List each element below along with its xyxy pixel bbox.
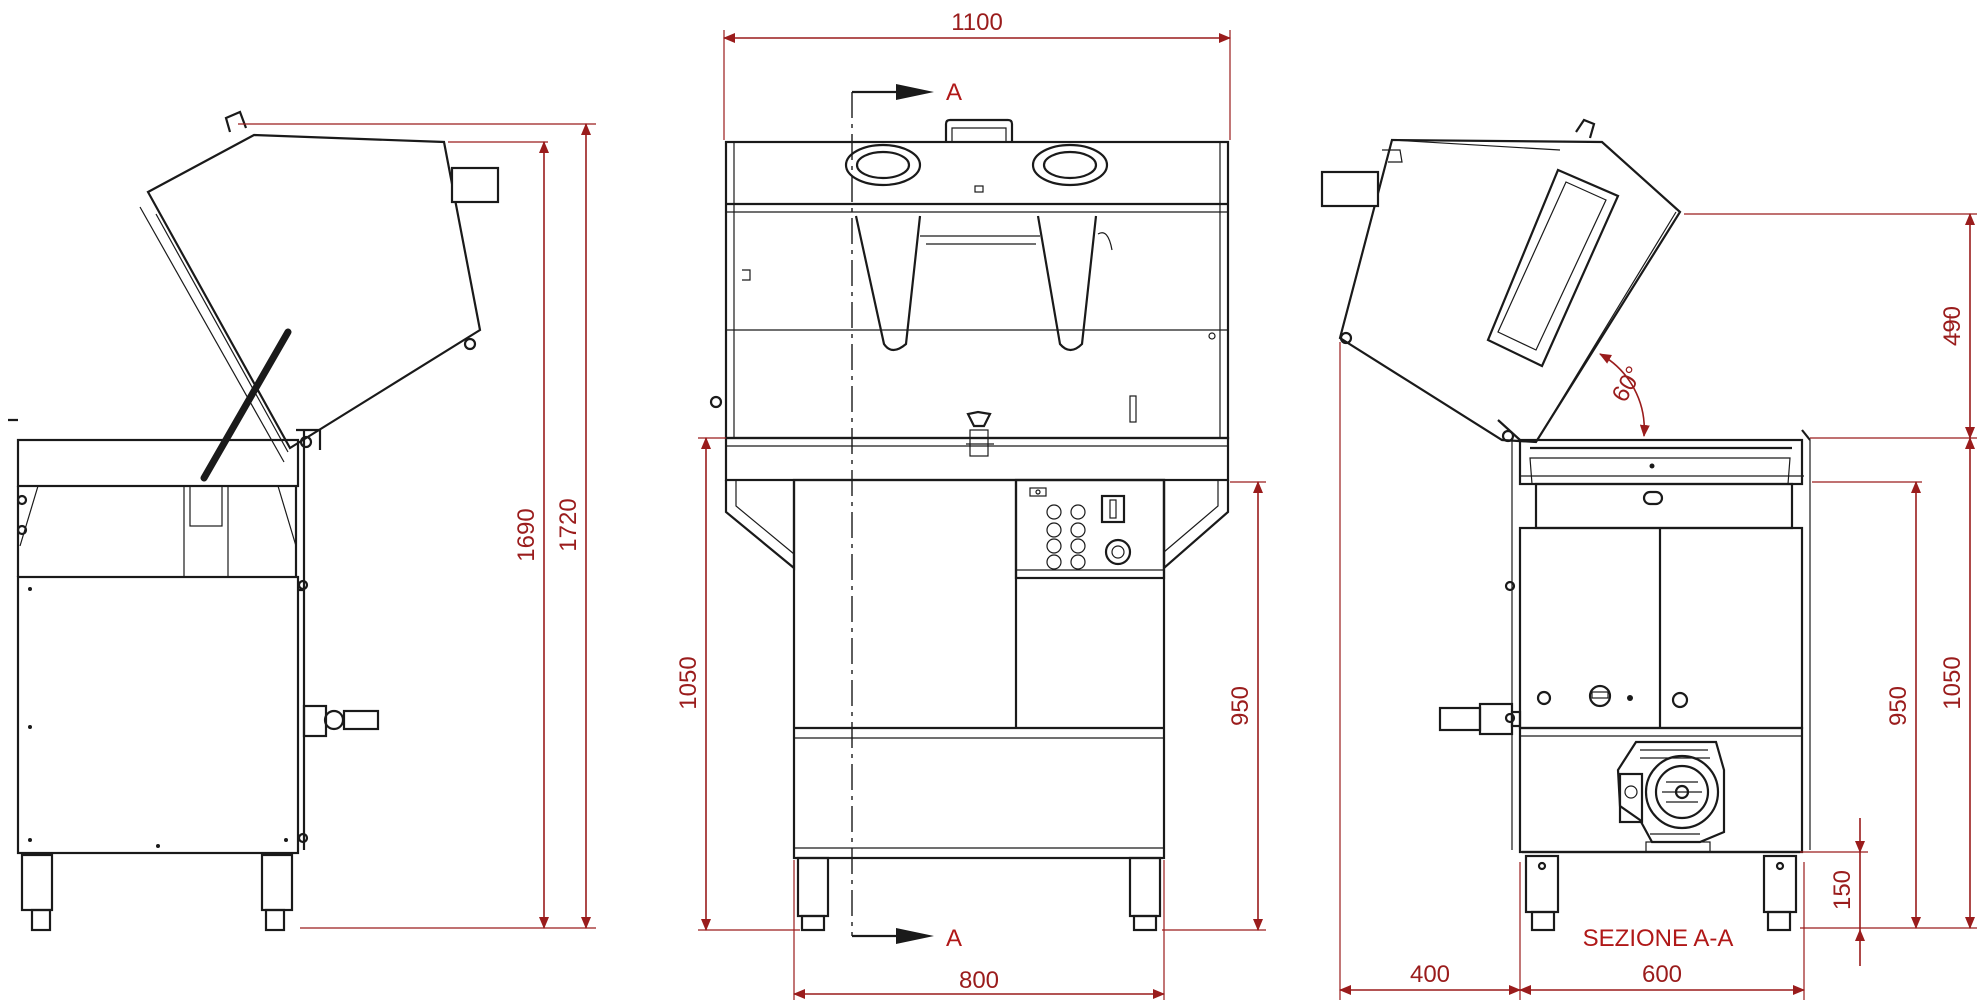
dim-150: 150 [1829,870,1856,910]
dim-800: 800 [959,967,999,994]
section-marker-bottom: A [946,925,962,952]
dim-1720: 1720 [555,498,582,551]
section-lid-handle [1320,170,1380,208]
side-lid [146,133,482,450]
side-cabinet [16,575,300,855]
section-view-right [1320,118,1811,932]
dim-950-right: 950 [1885,686,1912,726]
angle-60: 60° [1607,362,1649,407]
section-marker-top: A [946,79,962,106]
front-view: A A [709,79,1230,952]
section-worktop [1518,438,1804,486]
side-view-left [8,110,500,932]
front-dimensions: 1100 1050 950 800 [675,9,1266,1000]
dim-600: 600 [1642,961,1682,988]
glove-port-left [844,143,922,187]
side-lid-handle [450,166,500,204]
side-top-band [16,438,300,488]
section-title: SEZIONE A-A [1583,925,1734,952]
dim-1050: 1050 [675,656,702,709]
dim-1100: 1100 [951,9,1003,36]
front-base-cabinet [792,478,1166,860]
section-dimensions: 60° 490 950 1050 150 400 600 [1339,213,1977,1000]
dim-950: 950 [1227,686,1254,726]
dim-400: 400 [1410,961,1450,988]
dim-490: 490 [1939,306,1966,346]
side-dimensions: 1690 1720 [238,123,596,929]
dim-1690: 1690 [513,508,540,561]
dim-1050-right: 1050 [1939,656,1966,709]
side-support-rod [200,328,292,482]
control-panel [1014,478,1166,580]
glove-port-right [1031,143,1109,187]
